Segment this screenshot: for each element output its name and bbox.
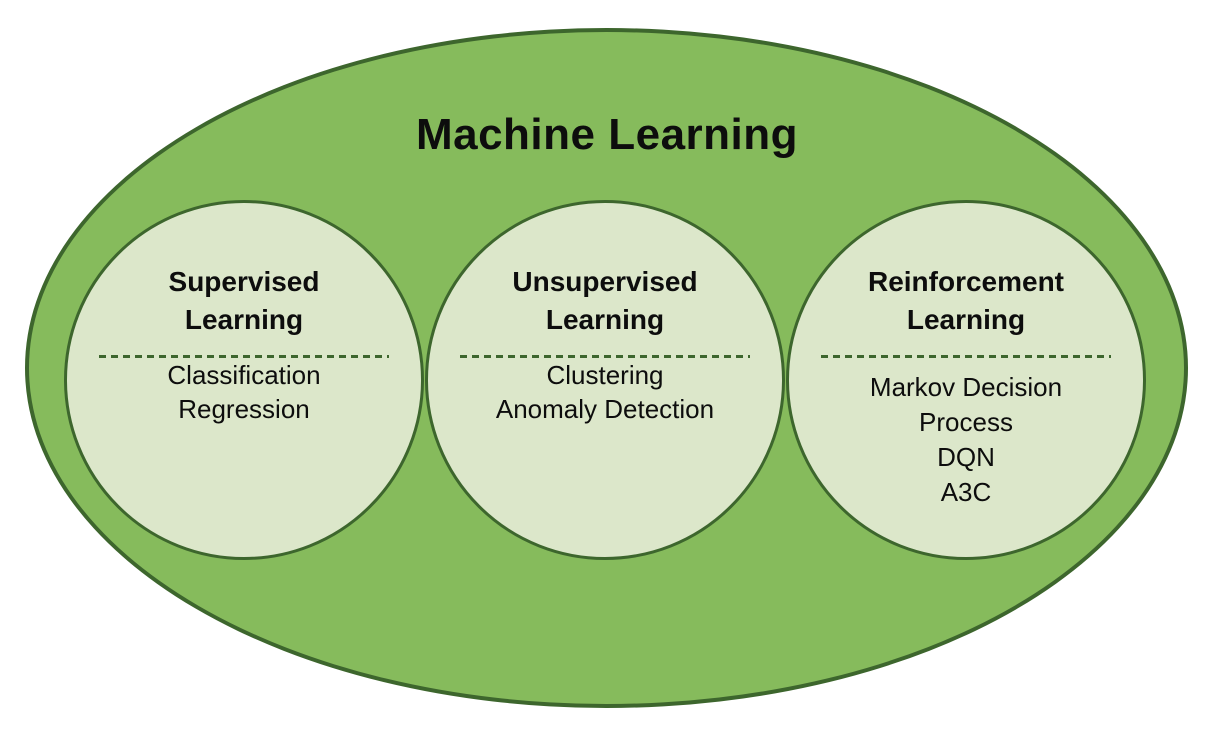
circle-reinforcement-learning: Reinforcement Learning Markov Decision P…: [786, 200, 1146, 560]
circle-title-supervised-learning: Supervised Learning: [168, 266, 320, 335]
divider-dashed-line: [821, 355, 1111, 358]
item-markov-decision-process: Markov Decision Process: [869, 372, 1063, 437]
item-clustering: Clustering: [546, 360, 664, 390]
circle-supervised-learning: Supervised Learning Classification Regre…: [64, 200, 424, 560]
diagram-title: Machine Learning: [415, 110, 799, 159]
divider-dashed-line: [460, 355, 750, 358]
circle-unsupervised-learning: Unsupervised Learning Clustering Anomaly…: [425, 200, 785, 560]
item-dqn: DQN: [937, 442, 995, 472]
divider-dashed-line: [99, 355, 389, 358]
item-regression: Regression: [178, 394, 310, 424]
item-anomaly-detection: Anomaly Detection: [495, 394, 715, 424]
circle-title-unsupervised-learning: Unsupervised Learning: [512, 266, 698, 335]
item-classification: Classification: [167, 360, 321, 390]
item-a3c: A3C: [940, 477, 992, 507]
circle-title-reinforcement-learning: Reinforcement Learning: [867, 266, 1065, 335]
